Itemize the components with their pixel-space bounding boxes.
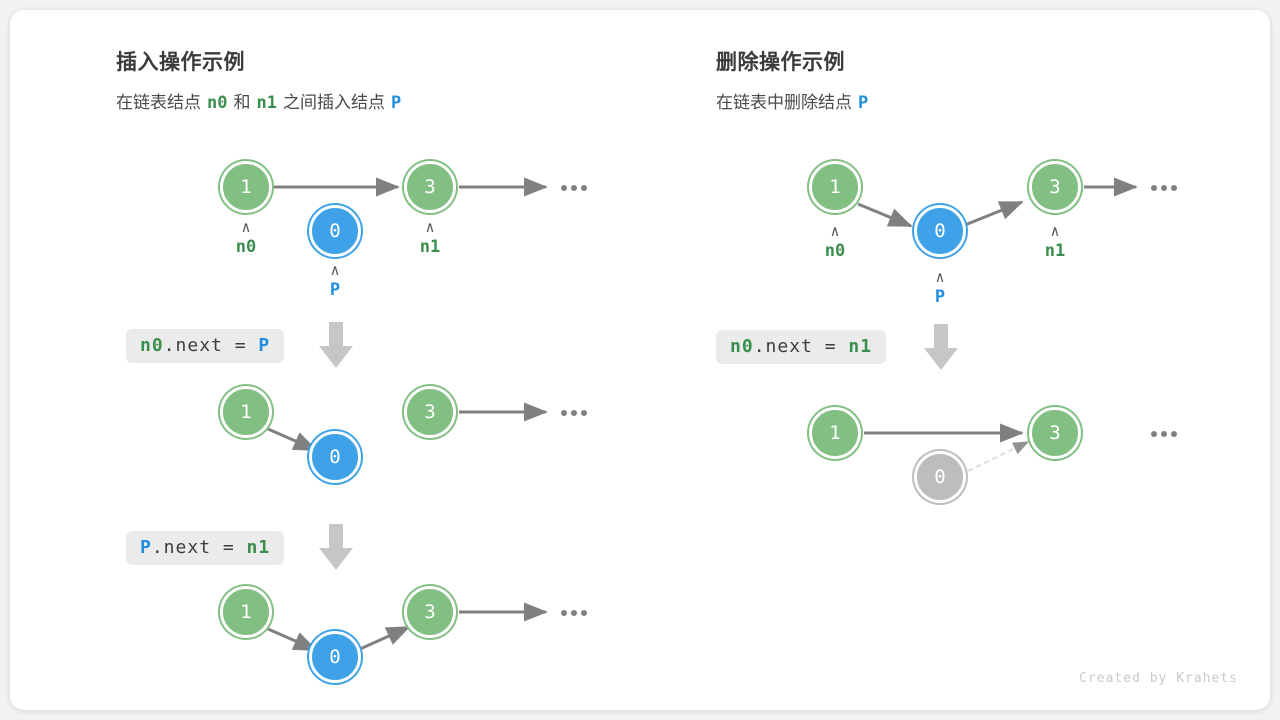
code-var2: n1 — [848, 336, 873, 357]
pointer-label-left-r1-p: ∧ P — [305, 261, 365, 301]
pointer-name: P — [329, 280, 341, 300]
code-badge-right-step1: n0.next = n1 — [716, 330, 887, 364]
node-value: 1 — [240, 176, 252, 198]
caret-icon: ∧ — [330, 261, 340, 279]
right-panel-title: 删除操作示例 — [716, 51, 845, 74]
pointer-name: n0 — [824, 241, 846, 261]
code-var2: P — [258, 335, 271, 356]
node-value: 1 — [240, 601, 252, 623]
right-row1-edges — [857, 177, 1138, 228]
node-left-r1-p: 0 — [309, 205, 361, 257]
node-right-r1-n1: 3 — [1029, 161, 1081, 213]
down-arrow-left-step2 — [319, 524, 353, 570]
node-value: 3 — [424, 401, 436, 423]
code-var2: n1 — [246, 537, 271, 558]
node-value: 0 — [329, 646, 341, 668]
code-mid: .next = — [163, 335, 259, 356]
code-var1: n0 — [730, 336, 754, 357]
node-left-r2-n0: 1 — [220, 386, 272, 438]
ellipsis-left-r2 — [561, 410, 587, 416]
caret-icon: ∧ — [935, 268, 945, 286]
pointer-label-left-r1-n1: ∧ n1 — [400, 218, 460, 258]
node-value: 1 — [829, 176, 841, 198]
left-panel-header: 插入操作示例 在链表结点 n0 和 n1 之间插入结点 P — [116, 46, 401, 113]
caret-icon: ∧ — [830, 222, 840, 240]
right-subtitle-part-a: 在链表中删除结点 — [716, 93, 852, 112]
code-var1: P — [140, 537, 152, 558]
code-badge-left-step1: n0.next = P — [126, 329, 285, 363]
node-right-r2-n1: 3 — [1029, 407, 1081, 459]
caret-icon: ∧ — [425, 218, 435, 236]
left-panel-title: 插入操作示例 — [116, 51, 245, 74]
pointer-name: n0 — [235, 237, 257, 257]
ellipsis-right-r2 — [1151, 431, 1177, 437]
right-panel-header: 删除操作示例 在链表中删除结点 P — [716, 46, 868, 113]
caret-icon: ∧ — [1050, 222, 1060, 240]
code-var1: n0 — [140, 335, 164, 356]
ellipsis-left-r3 — [561, 610, 587, 616]
node-right-r1-n0: 1 — [809, 161, 861, 213]
right-panel-subtitle: 在链表中删除结点 P — [716, 88, 868, 113]
left-subtitle-p: P — [390, 93, 402, 113]
node-left-r3-n0: 1 — [220, 586, 272, 638]
node-left-r1-n0: 1 — [220, 161, 272, 213]
code-mid: .next = — [151, 537, 247, 558]
node-right-r1-p: 0 — [914, 205, 966, 257]
left-subtitle-part-b: 和 — [233, 93, 251, 112]
pointer-name: n1 — [419, 237, 441, 257]
node-value: 0 — [934, 220, 946, 242]
pointer-name: P — [934, 287, 946, 307]
left-panel-subtitle: 在链表结点 n0 和 n1 之间插入结点 P — [116, 88, 401, 113]
node-left-r3-p: 0 — [309, 631, 361, 683]
pointer-label-right-r1-n1: ∧ n1 — [1025, 222, 1085, 262]
caret-icon: ∧ — [241, 218, 251, 236]
left-subtitle-part-c: 之间插入结点 — [282, 93, 385, 112]
node-value: 0 — [329, 446, 341, 468]
edge-layer — [267, 177, 1138, 652]
pointer-label-right-r1-n0: ∧ n0 — [805, 222, 865, 262]
ellipsis-left-r1 — [561, 185, 587, 191]
code-badge-left-step2: P.next = n1 — [126, 531, 285, 565]
left-subtitle-part-a: 在链表结点 — [116, 93, 201, 112]
pointer-name: n1 — [1044, 241, 1066, 261]
node-right-r2-n0: 1 — [809, 407, 861, 459]
ellipsis-right-r1 — [1151, 185, 1177, 191]
node-left-r2-n1: 3 — [404, 386, 456, 438]
node-value: 0 — [329, 220, 341, 242]
node-left-r2-p: 0 — [309, 431, 361, 483]
credit-text: Created by Krahets — [1079, 671, 1238, 686]
node-value: 3 — [1049, 422, 1061, 444]
pointer-label-left-r1-n0: ∧ n0 — [216, 218, 276, 258]
node-value: 3 — [1049, 176, 1061, 198]
pointer-label-right-r1-p: ∧ P — [910, 268, 970, 308]
right-subtitle-p: P — [858, 93, 869, 113]
node-value: 3 — [424, 601, 436, 623]
down-arrow-right-step1 — [924, 324, 958, 370]
node-right-r2-removed: 0 — [914, 451, 966, 503]
node-value: 0 — [934, 466, 946, 488]
node-value: 1 — [240, 401, 252, 423]
node-value: 3 — [424, 176, 436, 198]
node-value: 1 — [829, 422, 841, 444]
node-left-r3-n1: 3 — [404, 586, 456, 638]
code-mid: .next = — [753, 336, 849, 357]
left-subtitle-n0: n0 — [207, 93, 228, 113]
down-arrow-left-step1 — [319, 322, 353, 368]
node-left-r1-n1: 3 — [404, 161, 456, 213]
left-subtitle-n1: n1 — [256, 93, 277, 113]
